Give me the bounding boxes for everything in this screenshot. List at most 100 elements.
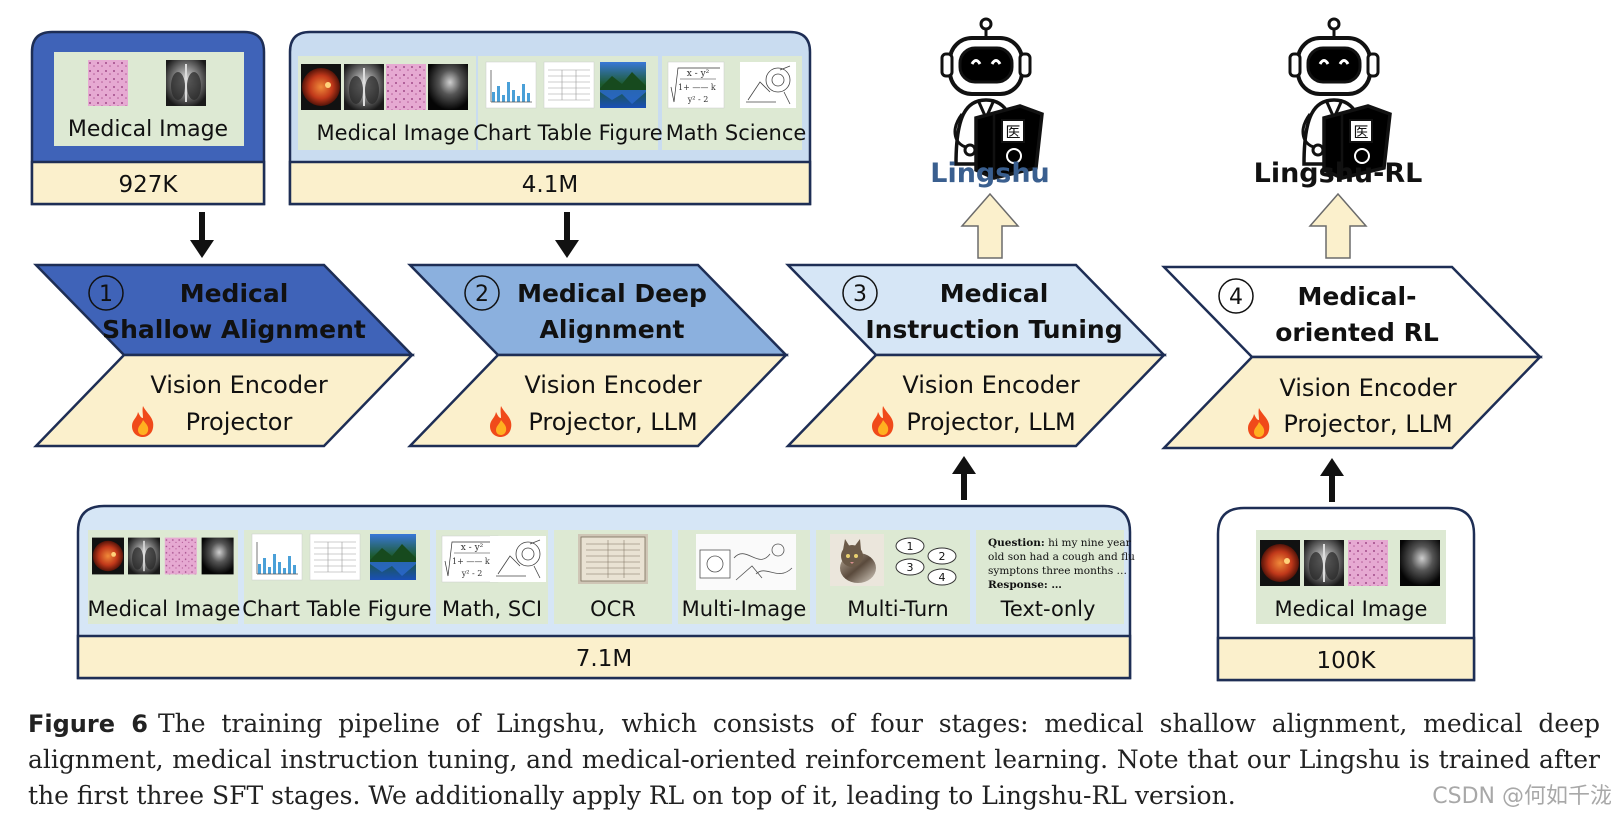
stage3-train-line2: Projector, LLM [906,408,1075,436]
ultrasound-image-icon [201,537,234,575]
chart-image-icon [485,61,537,109]
histology-image-icon [88,60,128,106]
bubble-3: 3 [907,561,914,574]
scanned-document-image-icon [577,533,649,585]
histology-image-icon [386,64,426,110]
fire-icon [490,406,512,437]
model-lingshu-name: Lingshu [930,158,1050,189]
svg-text:Question: hi my nine year: Question: hi my nine year [988,537,1132,549]
stage4-train-line2: Projector, LLM [1283,410,1452,438]
top-panel1-label: Medical Image [68,117,228,142]
bottom-label-math: Math, SCI [442,597,542,621]
stage1-title-line2: Shallow Alignment [102,315,366,344]
stage1-title-line1: Medical [180,279,289,308]
text-only-sample: Question: hi my nine year old son had a … [988,537,1135,591]
robot-doctor-icon [1288,17,1392,180]
top-panel1-count: 927K [119,172,179,198]
math-formula-image-icon [441,535,499,583]
stage1-number: 1 [99,282,113,307]
histology-image-icon [1348,540,1388,586]
ultrasound-image-icon [428,64,468,110]
arrow-up-stage4 [1320,458,1344,502]
bottom-label-multi-image: Multi-Image [682,597,807,621]
top-panel2-label-math: Math Science [666,121,807,145]
arrow-down-stage1 [190,212,214,258]
figure-image-icon [370,534,416,580]
stage4-title-line2: oriented RL [1275,318,1439,347]
bottom-panel-rl: Medical Image 100K [1216,506,1476,682]
bubble-4: 4 [939,571,946,584]
bottom-panel-rl-count: 100K [1317,648,1377,674]
fire-icon [1248,408,1270,439]
watermark: CSDN @何如千泷 [1432,784,1612,809]
stage3-train-line1: Vision Encoder [902,371,1080,399]
top-panel-stage2: Medical Image Chart Table Figure Math Sc… [288,30,812,206]
cat-photo-icon [830,534,884,586]
response-label: Response: … [988,579,1062,591]
figure-image-icon [600,62,646,108]
output-arrow-up [1308,192,1368,259]
arrow-up-stage3 [952,456,976,500]
training-pipeline-diagram: x - y² 1+ —— k y² - 2 [30,17,1543,682]
model-lingshu: .m1 .robot-face{fill:#2e5d8f}.m1 .robot-… [930,17,1050,259]
fire-icon [872,406,894,437]
bottom-panel-sft-count: 7.1M [576,646,632,672]
figure-label: Figure 6 [28,710,148,738]
top-panel2-count: 4.1M [522,172,578,198]
ultrasound-image-icon [1400,540,1440,586]
bubble-2: 2 [939,550,946,563]
model-lingshu-rl-name: Lingshu-RL [1254,158,1423,189]
chat-bubbles-icon: 1 2 3 4 [895,537,957,586]
stage4-number: 4 [1229,285,1243,310]
chest-xray-image-icon [166,60,206,106]
stage1-train-line2: Projector [186,408,293,436]
stage1-train-line1: Vision Encoder [150,371,328,399]
stage4-train-line1: Vision Encoder [1279,374,1457,402]
fire-icon [132,406,154,437]
science-diagram-image-icon [489,535,547,583]
stage2-title-line2: Alignment [540,315,685,344]
chest-xray-image-icon [128,537,160,575]
top-panel2-label-chart: Chart Table Figure [473,121,662,145]
top-panel-stage1: Medical Image 927K [30,30,266,206]
stage4-title-line1: Medical- [1298,282,1417,311]
table-image-icon [543,61,595,109]
question-line-1: hi my nine year [1048,537,1132,549]
stage-3: 3 Medical Instruction Tuning Vision Enco… [785,263,1167,448]
bottom-panel-sft: 1 2 3 4 Question: hi my nine year old so… [76,504,1135,680]
bubble-1: 1 [907,540,914,553]
bottom-panel-rl-label: Medical Image [1275,597,1428,621]
question-line-2: old son had a cough and flu [988,551,1135,563]
stage2-number: 2 [475,282,489,307]
stage3-title-line1: Medical [940,279,1049,308]
chest-xray-image-icon [344,64,384,110]
science-diagram-image-icon [739,61,797,109]
robot-doctor-icon: .m1 .robot-face{fill:#2e5d8f}.m1 .robot-… [940,17,1044,180]
bottom-label-chart: Chart Table Figure [242,597,431,621]
fundus-image-icon [1260,540,1300,586]
fundus-image-icon [92,537,124,575]
table-image-icon [309,533,361,581]
output-arrow-up [960,192,1020,259]
histology-image-icon [164,537,197,575]
math-formula-image-icon [667,61,725,109]
bottom-label-multi-turn: Multi-Turn [847,597,949,621]
stage3-title-line2: Instruction Tuning [865,315,1122,344]
bottom-label-medical: Medical Image [88,597,241,621]
stage-4: 4 Medical- oriented RL Vision Encoder Pr… [1161,265,1543,450]
stage2-train-line2: Projector, LLM [528,408,697,436]
chest-xray-image-icon [1304,540,1344,586]
chart-image-icon [251,533,303,581]
figure-caption-text: The training pipeline of Lingshu, which … [28,709,1601,810]
stage-2: 2 Medical Deep Alignment Vision Encoder … [407,263,789,448]
question-line-3: symptons three months … [988,565,1127,577]
arrow-down-stage2 [555,212,579,258]
bottom-label-text-only: Text-only [1000,597,1096,621]
multi-image-sample-icon [695,533,797,591]
stage2-train-line1: Vision Encoder [524,371,702,399]
bottom-label-ocr: OCR [590,597,636,621]
stage2-title-line1: Medical Deep [517,279,707,308]
stage-1: 1 Medical Shallow Alignment Vision Encod… [33,263,415,448]
question-label: Question: [988,537,1045,549]
